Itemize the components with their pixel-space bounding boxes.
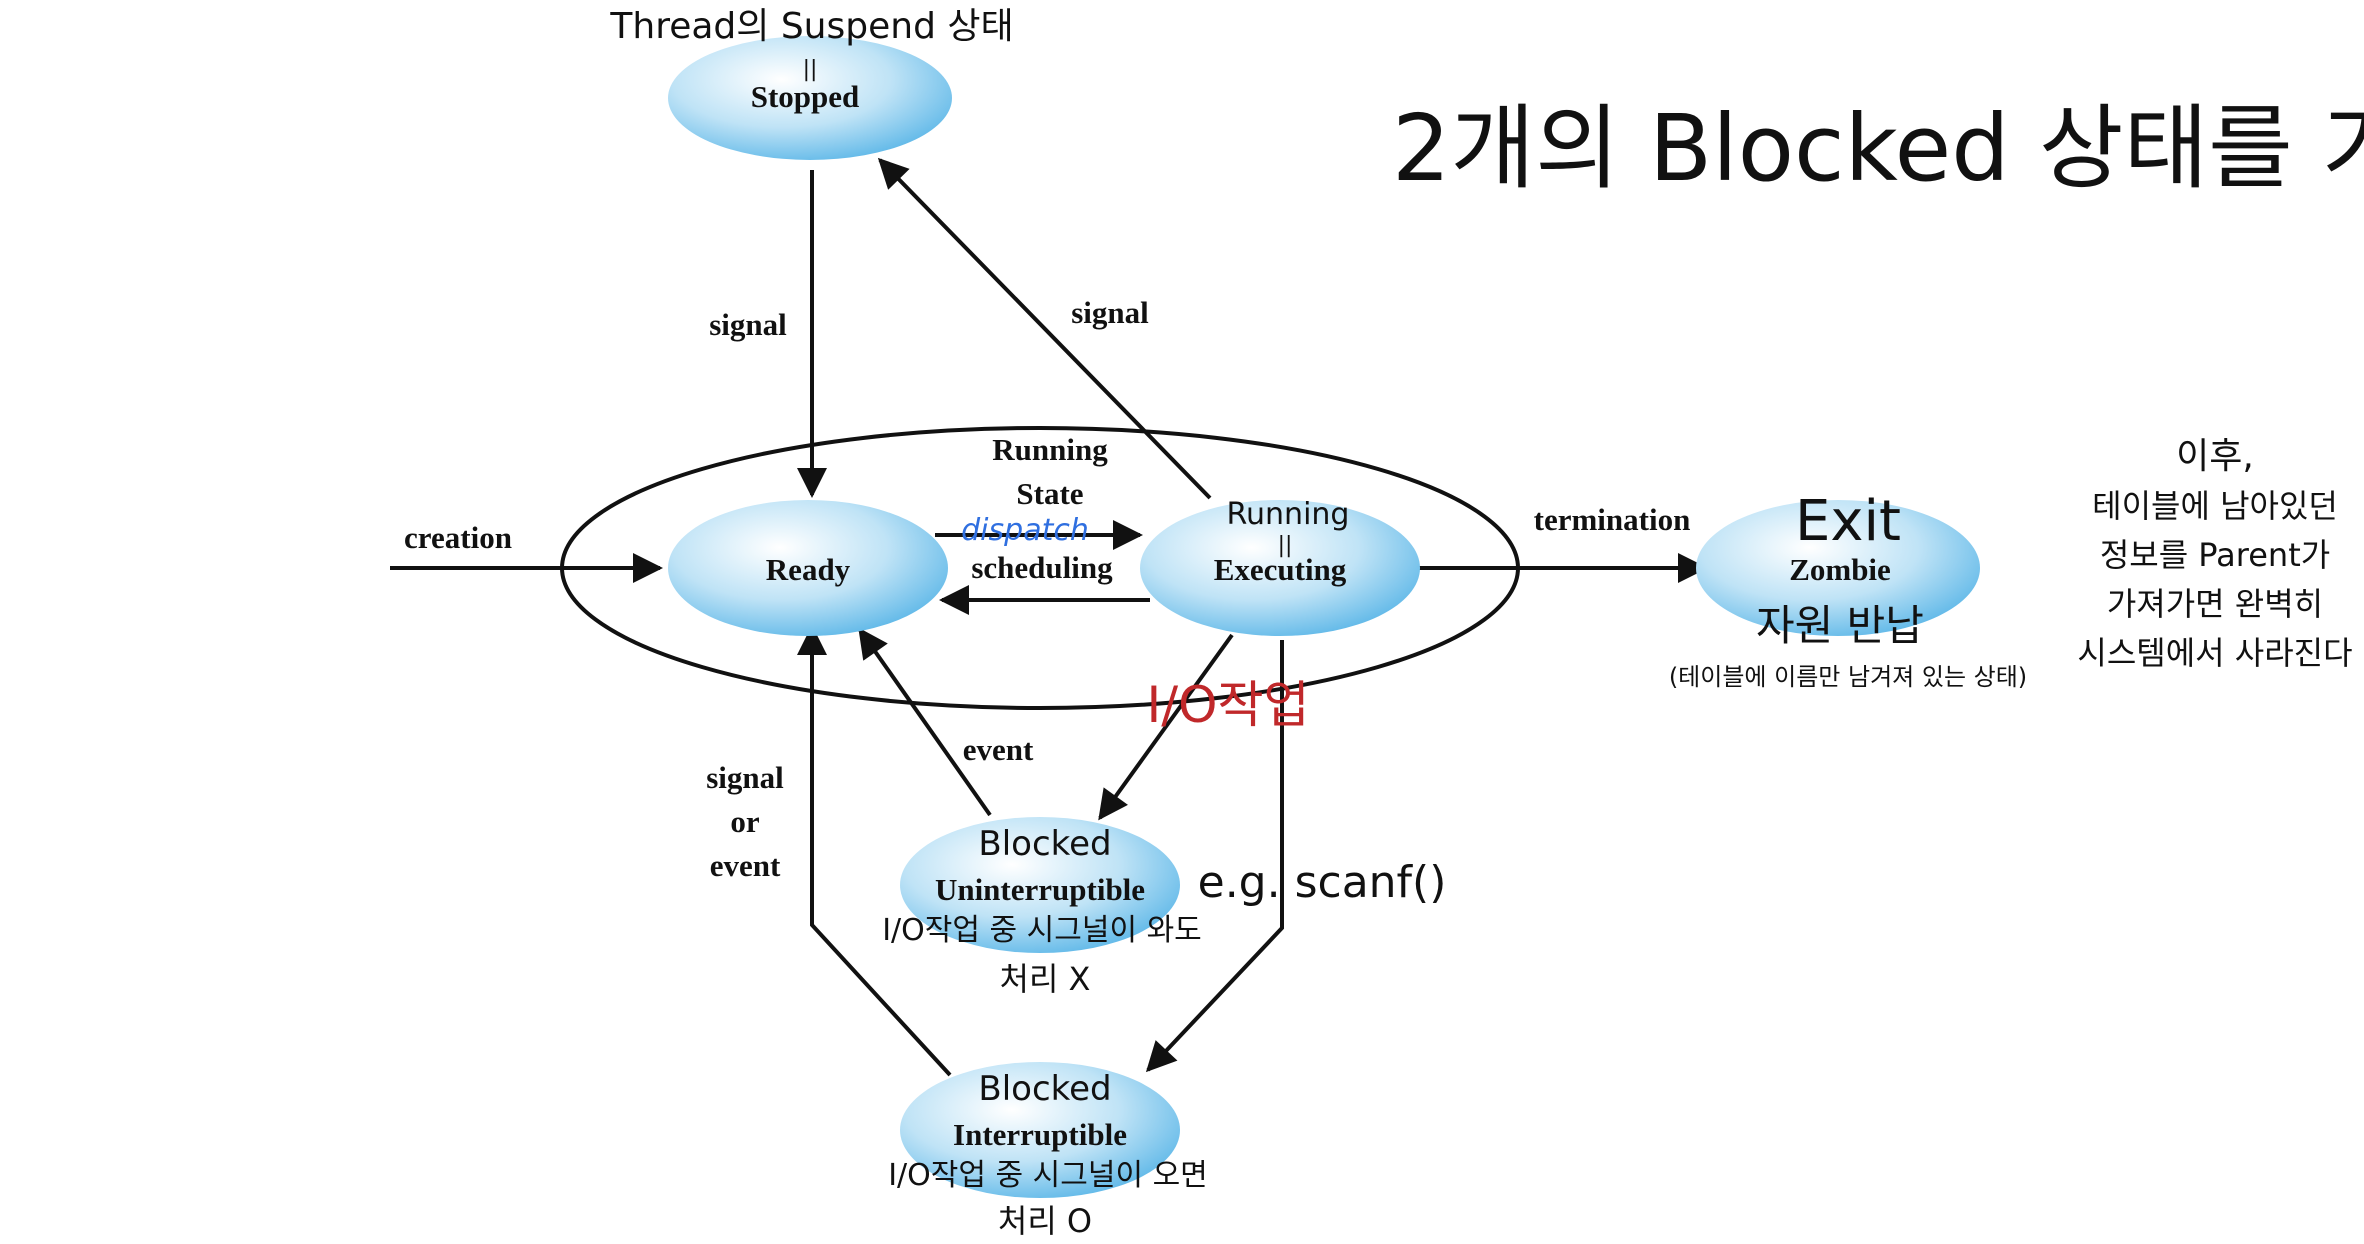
label-dispatch: dispatch bbox=[961, 513, 1089, 548]
label-io-work: I/O작업 bbox=[1147, 676, 1310, 734]
zombie-label: Zombie bbox=[1789, 552, 1891, 587]
state-blocked-interruptible: Blocked Interruptible I/O작업 중 시그널이 오면 처리… bbox=[888, 1062, 1208, 1240]
ready-label: Ready bbox=[766, 552, 851, 587]
zombie-note1: 자원 반납 bbox=[1756, 601, 1924, 650]
uninterruptible-note1: I/O작업 중 시그널이 와도 bbox=[882, 913, 1202, 948]
state-stopped: Thread의 Suspend 상태 || Stopped bbox=[609, 6, 1014, 160]
uninterruptible-top: Blocked bbox=[978, 824, 1111, 864]
stopped-note: Thread의 Suspend 상태 bbox=[609, 6, 1013, 47]
label-scanf: e.g. scanf() bbox=[1198, 857, 1447, 908]
label-signal-or-event-2: or bbox=[730, 804, 760, 839]
label-termination: termination bbox=[1534, 502, 1691, 537]
executing-eq: || bbox=[1278, 533, 1293, 558]
label-signal-left: signal bbox=[709, 307, 787, 342]
running-state-line1: Running bbox=[992, 432, 1108, 467]
side-note-line2: 테이블에 남아있던 bbox=[2092, 487, 2338, 525]
state-executing: Running || Executing bbox=[1140, 497, 1420, 636]
label-signal-or-event-3: event bbox=[710, 848, 781, 883]
side-note-line3: 정보를 Parent가 bbox=[2100, 536, 2330, 574]
zombie-note2: (테이블에 이름만 남겨져 있는 상태) bbox=[1669, 663, 2027, 691]
state-blocked-uninterruptible: Blocked Uninterruptible I/O작업 중 시그널이 와도 … bbox=[882, 817, 1202, 998]
state-ready: Ready bbox=[668, 500, 948, 636]
label-creation: creation bbox=[404, 520, 512, 555]
executing-top: Running bbox=[1227, 497, 1350, 532]
label-event: event bbox=[963, 732, 1034, 767]
label-signal-top: signal bbox=[1071, 295, 1149, 330]
interruptible-label: Interruptible bbox=[953, 1117, 1127, 1152]
edges bbox=[390, 157, 1708, 1077]
stopped-label: Stopped bbox=[751, 79, 860, 114]
side-note-line1: 이후, bbox=[2176, 436, 2254, 477]
edge-executing-to-interruptible bbox=[1145, 640, 1284, 1073]
running-state-line2: State bbox=[1016, 476, 1083, 511]
interruptible-top: Blocked bbox=[978, 1069, 1111, 1109]
label-scheduling: scheduling bbox=[971, 550, 1113, 585]
state-zombie: Exit Zombie 자원 반납 (테이블에 이름만 남겨져 있는 상태) bbox=[1669, 489, 2027, 691]
uninterruptible-label: Uninterruptible bbox=[935, 872, 1145, 907]
interruptible-note1: I/O작업 중 시그널이 오면 bbox=[888, 1158, 1208, 1193]
edge-uninterruptible-to-ready bbox=[858, 627, 992, 817]
executing-label: Executing bbox=[1214, 552, 1347, 587]
edge-interruptible-to-ready bbox=[797, 625, 952, 1077]
edge-executing-to-stopped bbox=[877, 157, 1212, 500]
side-note-line4: 가져가면 완벽히 bbox=[2107, 585, 2323, 623]
interruptible-note2: 처리 O bbox=[998, 1202, 1092, 1240]
zombie-top: Exit bbox=[1795, 489, 1901, 554]
side-note-line5: 시스템에서 사라진다 bbox=[2077, 634, 2352, 672]
stopped-eq: || bbox=[803, 57, 818, 82]
edge-executing-to-uninterruptible bbox=[1098, 633, 1234, 821]
diagram-title: 2개의 Blocked 상태를 가진다 bbox=[1392, 95, 2364, 202]
label-signal-or-event-1: signal bbox=[706, 760, 784, 795]
uninterruptible-note2: 처리 X bbox=[1000, 960, 1091, 998]
